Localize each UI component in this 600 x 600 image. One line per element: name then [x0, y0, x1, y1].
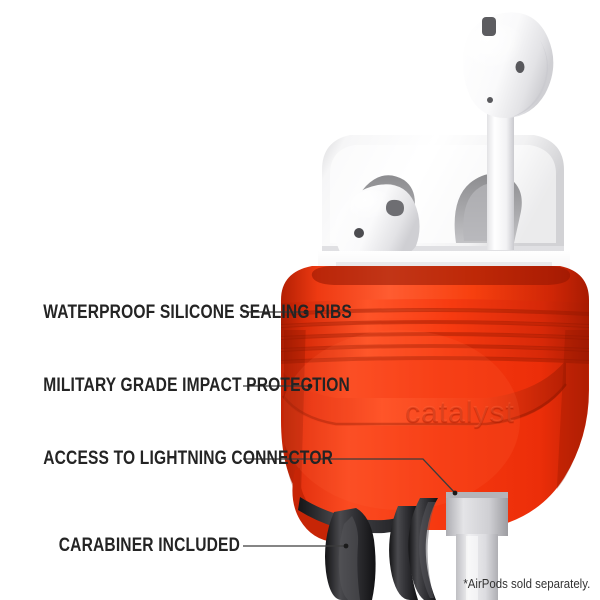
lightning-cable: [446, 492, 508, 600]
airpod-sensor-dot: [515, 61, 525, 73]
leader-dot-carabiner: [343, 543, 349, 549]
callout-label-impact-protection: MILITARY GRADE IMPACT PROTECTION: [43, 375, 350, 396]
catalyst-logo-text: catalyst: [405, 397, 515, 430]
leader-line-lightning-connector: [243, 458, 456, 494]
airpod-sensor-dot: [354, 228, 364, 238]
callout-label-sealing-ribs: WATERPROOF SILICONE SEALING RIBS: [43, 302, 352, 323]
airpod-standing: [463, 12, 554, 250]
case-front-flap: [283, 360, 566, 426]
callout-lightning-connector: ACCESS TO LIGHTNING CONNECTOR: [0, 448, 334, 469]
disclaimer-text: *AirPods sold separately.: [463, 576, 590, 591]
callout-carabiner: CARABINER INCLUDED: [0, 536, 240, 555]
carabiner: [298, 497, 438, 600]
callout-sealing-ribs: WATERPROOF SILICONE SEALING RIBS: [0, 302, 352, 323]
silicone-case: catalyst catalyst: [281, 266, 589, 542]
airpod-stem: [487, 100, 514, 250]
leader-dot-impact-protection: [307, 383, 313, 389]
catalyst-logo: catalyst: [405, 397, 515, 431]
callout-label-lightning-connector: ACCESS TO LIGHTNING CONNECTOR: [43, 448, 334, 469]
airpod-speaker-grille: [386, 199, 404, 217]
lightning-plug: [446, 492, 508, 536]
sealing-ribs: [281, 299, 589, 364]
airpod-mic-dot: [487, 97, 493, 103]
leader-dot-sealing-ribs: [303, 309, 309, 315]
callout-impact-protection: MILITARY GRADE IMPACT PROTECTION: [0, 375, 350, 396]
airpod-in-case: [335, 184, 420, 257]
catalyst-logo-highlight: catalyst: [405, 396, 515, 429]
callout-label-carabiner: CARABINER INCLUDED: [58, 535, 240, 556]
airpod-top-grille: [482, 17, 496, 36]
leader-dot-lightning-connector: [452, 490, 458, 496]
